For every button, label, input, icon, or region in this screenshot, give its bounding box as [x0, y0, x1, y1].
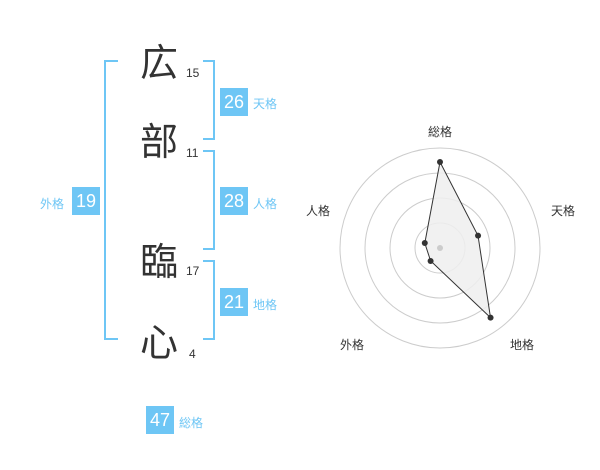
radar-label-tenkaku: 天格: [551, 204, 576, 218]
jinkaku-label: 人格: [253, 197, 278, 211]
radar-label-chikaku: 地格: [510, 338, 535, 352]
radar-point: [421, 240, 428, 247]
stroke-count-3: 17: [186, 264, 200, 278]
chikaku-bracket: [203, 260, 215, 340]
name-char-1: 広: [140, 41, 179, 85]
stroke-count-1: 15: [186, 66, 200, 80]
radar-label-soukaku: 総格: [428, 125, 453, 139]
radar-ring: [339, 147, 541, 349]
jinkaku-bracket: [203, 150, 215, 250]
chikaku-value: 21: [220, 288, 248, 316]
gaikaku-label: 外格: [40, 197, 65, 211]
radar-point: [487, 314, 494, 321]
stroke-count-2: 11: [186, 146, 199, 160]
radar-center: [437, 245, 443, 251]
name-char-2: 部: [140, 120, 179, 164]
radar-point: [427, 257, 434, 264]
radar-label-gaikaku: 外格: [340, 338, 365, 352]
radar-area: [424, 160, 492, 319]
tenkaku-label: 天格: [253, 97, 278, 111]
radar-points: [421, 159, 494, 321]
radar-point: [437, 159, 443, 165]
name-char-4: 心: [140, 321, 179, 365]
radar-point: [475, 232, 482, 239]
tenkaku-value: 26: [220, 88, 248, 116]
name-char-3: 臨: [140, 240, 179, 284]
chikaku-label: 地格: [253, 298, 278, 312]
tenkaku-bracket: [203, 60, 215, 140]
gaikaku-bracket: [104, 60, 118, 340]
soukaku-label: 総格: [179, 416, 204, 430]
radar-label-jinkaku: 人格: [306, 204, 331, 218]
gaikaku-value: 19: [72, 187, 100, 215]
soukaku-value: 47: [146, 406, 174, 434]
stroke-count-4: 4: [189, 347, 196, 361]
jinkaku-value: 28: [220, 187, 248, 215]
